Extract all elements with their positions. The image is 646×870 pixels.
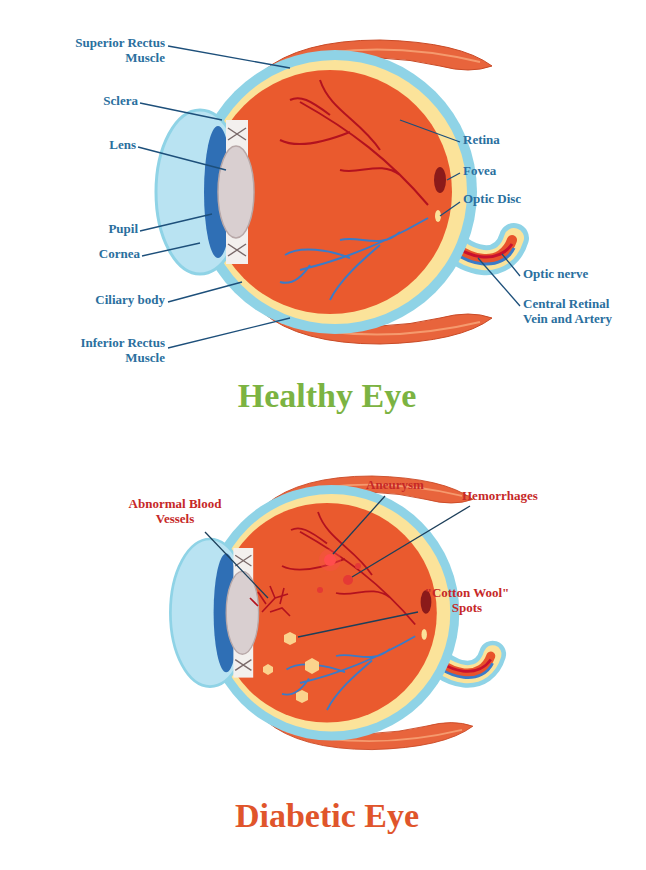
part-label: Lens: [20, 138, 136, 153]
leader-lines-diabetic: [205, 496, 470, 637]
label-text: "Cotton Wool" Spots: [417, 586, 517, 616]
part-label: Optic nerve: [523, 267, 641, 282]
part-label: Ciliary body: [20, 293, 165, 308]
lesion-label: "Cotton Wool" Spots: [412, 586, 522, 616]
healthy-eye: [156, 40, 514, 344]
lesion-label: Hemorrhages: [462, 489, 572, 504]
heading: Healthy Eye: [4, 376, 646, 415]
label-text: Central Retinal Vein and Artery: [523, 297, 635, 327]
lesion-label: Abnormal Blood Vessels: [110, 497, 240, 527]
part-label: Sclera: [20, 94, 138, 109]
diabetic-eye: [170, 476, 492, 750]
label-text: Superior Rectus Muscle: [47, 36, 165, 66]
label-text: Inferior Rectus Muscle: [47, 336, 165, 366]
leader-lines: [138, 46, 520, 348]
part-label: Retina: [463, 133, 583, 148]
part-label: Cornea: [20, 247, 140, 262]
part-label: Superior Rectus Muscle: [20, 36, 165, 66]
part-label: Central Retinal Vein and Artery: [523, 297, 641, 327]
heading: Diabetic Eye: [4, 796, 646, 835]
diabetic-lesions: [250, 549, 361, 703]
part-label: Pupil: [20, 222, 138, 237]
part-label: Optic Disc: [463, 192, 583, 207]
part-label: Fovea: [463, 164, 583, 179]
part-label: Inferior Rectus Muscle: [20, 336, 165, 366]
label-text: Abnormal Blood Vessels: [116, 497, 234, 527]
lesion-label: Aneurysm: [345, 478, 445, 493]
